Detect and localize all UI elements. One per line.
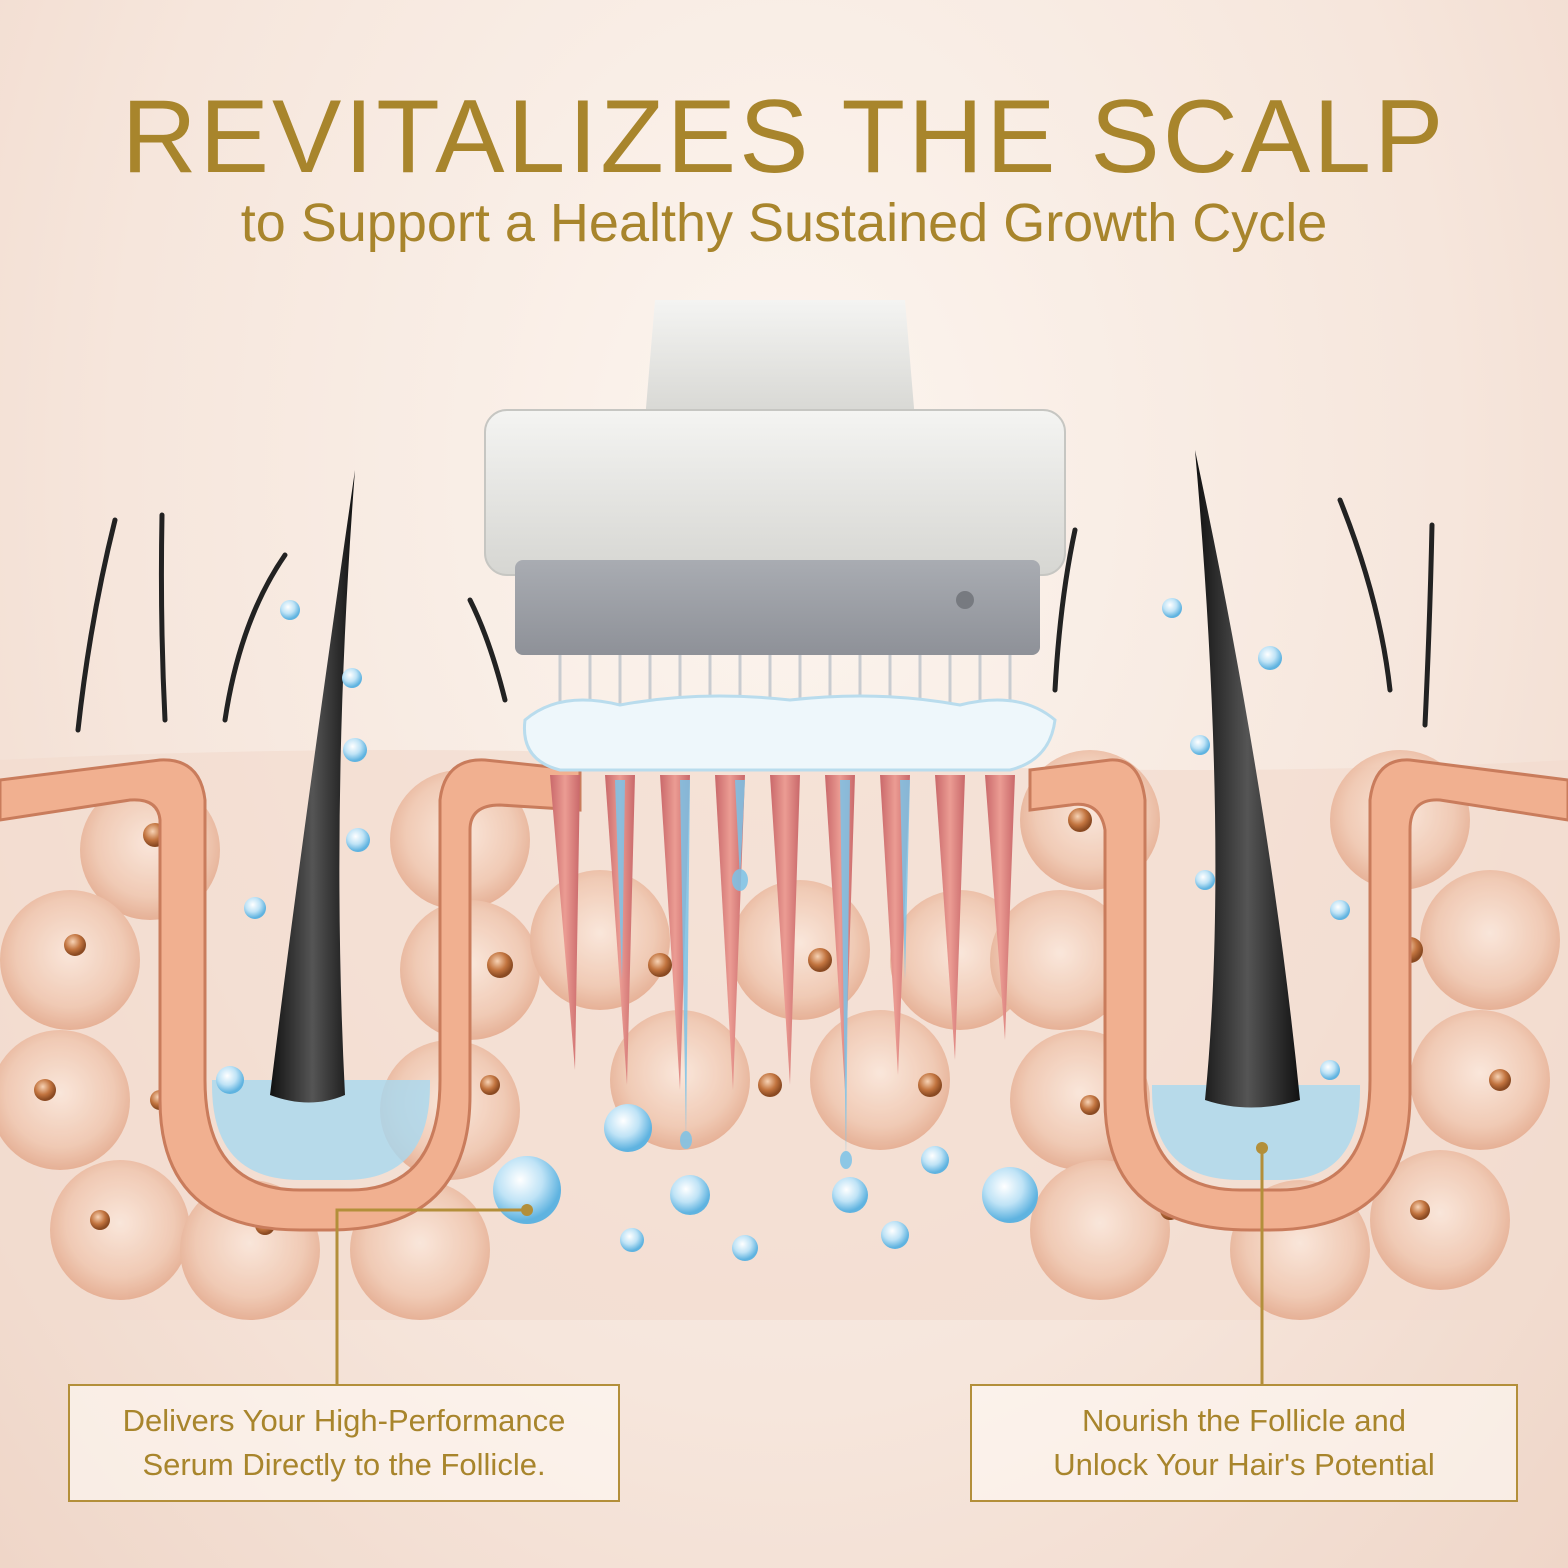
callout-line: Unlock Your Hair's Potential <box>1053 1447 1435 1482</box>
serum-layer <box>522 694 1057 772</box>
callout-dot-left <box>521 1204 533 1216</box>
left-follicle <box>0 470 582 1232</box>
hair-strand <box>270 470 355 1103</box>
surface-hairs <box>75 497 1435 733</box>
serum-bubbles <box>216 598 1350 1261</box>
callout-line: Delivers Your High-Performance <box>122 1403 566 1438</box>
page-title: REVITALIZES THE SCALP <box>121 79 1447 195</box>
hair-strand <box>1195 450 1300 1108</box>
microneedle-device <box>484 300 1066 772</box>
callout-line: Nourish the Follicle and <box>1082 1403 1406 1438</box>
callout-line: Serum Directly to the Follicle. <box>142 1447 546 1482</box>
right-follicle <box>1028 450 1568 1232</box>
serum-drips <box>615 780 910 1169</box>
callout-dot-right <box>1256 1142 1268 1154</box>
callout-nourish-follicle: Nourish the Follicle and Unlock Your Hai… <box>970 1384 1518 1502</box>
page-subtitle: to Support a Healthy Sustained Growth Cy… <box>240 193 1328 253</box>
callout-leaders <box>335 1148 1264 1384</box>
callout-serum-delivery: Delivers Your High-Performance Serum Dir… <box>68 1384 620 1502</box>
